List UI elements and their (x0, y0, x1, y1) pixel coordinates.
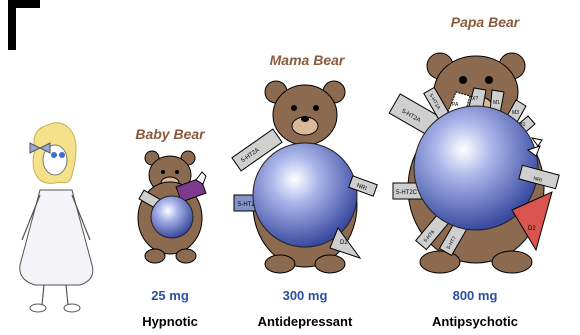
receptor-label: D2 (340, 240, 348, 246)
baby-bear (138, 151, 206, 263)
receptor-label: 5-HT2C (396, 190, 418, 196)
goldilocks-figure (20, 123, 93, 312)
papa-bear-use: Antipsychotic (420, 314, 530, 329)
receptor-label: PA (452, 102, 459, 108)
corner-mark (8, 0, 40, 50)
mama-bear-dose: 300 mg (270, 288, 340, 303)
mama-bear-use: Antidepressant (245, 314, 365, 329)
baby-bear-title: Baby Bear (130, 126, 210, 142)
papa-bear-dose: 800 mg (440, 288, 510, 303)
receptor-label: X? (472, 96, 478, 102)
mama-bear: 5-HT2A 5-HT2C NRI D2 (232, 81, 377, 273)
receptor-label: M1 (493, 100, 500, 106)
papa-bear: 5-HT2A 5-HT1A 5-HT2C 5-HT6 5-HT7 PA X? (389, 53, 559, 273)
receptor-label: D2 (528, 226, 536, 232)
mama-bear-title: Mama Bear (262, 52, 352, 68)
receptor-label: M3 (512, 110, 519, 116)
papa-bear-title: Papa Bear (440, 14, 530, 30)
baby-bear-use: Hypnotic (130, 314, 210, 329)
baby-bear-dose: 25 mg (140, 288, 200, 303)
